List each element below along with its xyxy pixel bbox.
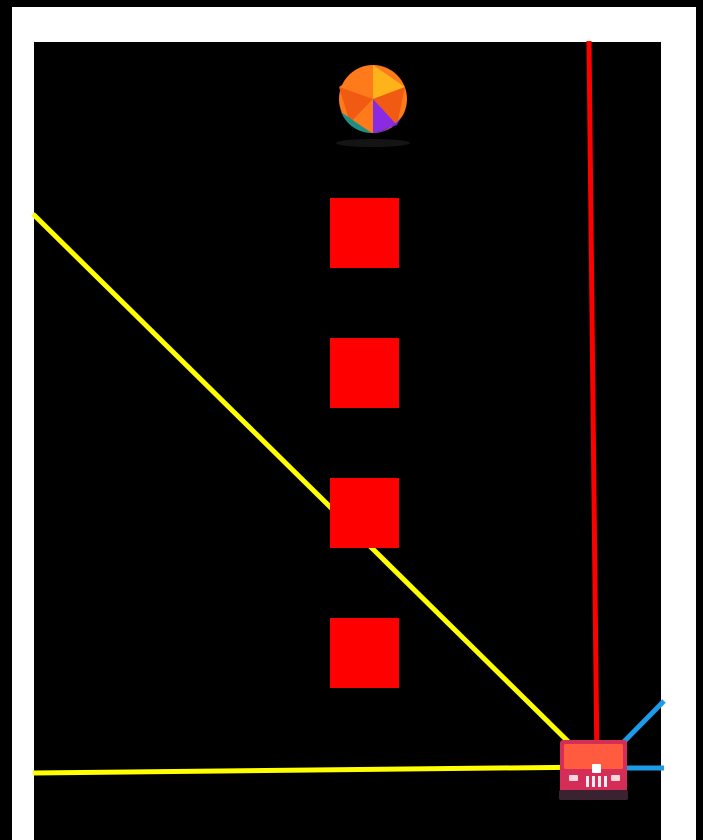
soccer-ball-icon (336, 65, 410, 147)
ball-panel (339, 87, 373, 123)
ball-accent (341, 112, 372, 133)
red-obstacle-fill (330, 618, 399, 688)
robot-icon (559, 740, 628, 800)
arena-field (34, 42, 661, 840)
robot-sensor (592, 764, 601, 773)
robot-detail (586, 776, 589, 787)
red-obstacle-block (330, 198, 399, 268)
ball-panel (373, 87, 405, 125)
robot-right-chip (611, 775, 620, 781)
robot-top-panel (564, 744, 623, 769)
red-obstacle-block (330, 618, 399, 688)
ball-shadow (336, 139, 410, 147)
red-obstacle-fill (330, 198, 399, 268)
ball-panel (339, 65, 373, 99)
red-obstacle-block (330, 478, 399, 548)
robot-base (559, 790, 628, 800)
red-obstacle-block (330, 338, 399, 408)
robot-detail (604, 776, 607, 787)
ball-panel (373, 99, 397, 133)
red-obstacle-fill (330, 338, 399, 408)
robot-left-chip (569, 775, 578, 781)
robot-detail (592, 776, 595, 787)
red-obstacle-fill (330, 478, 399, 548)
ball-accent (373, 114, 403, 133)
ball-panel (373, 65, 405, 99)
robot-detail (598, 776, 601, 787)
